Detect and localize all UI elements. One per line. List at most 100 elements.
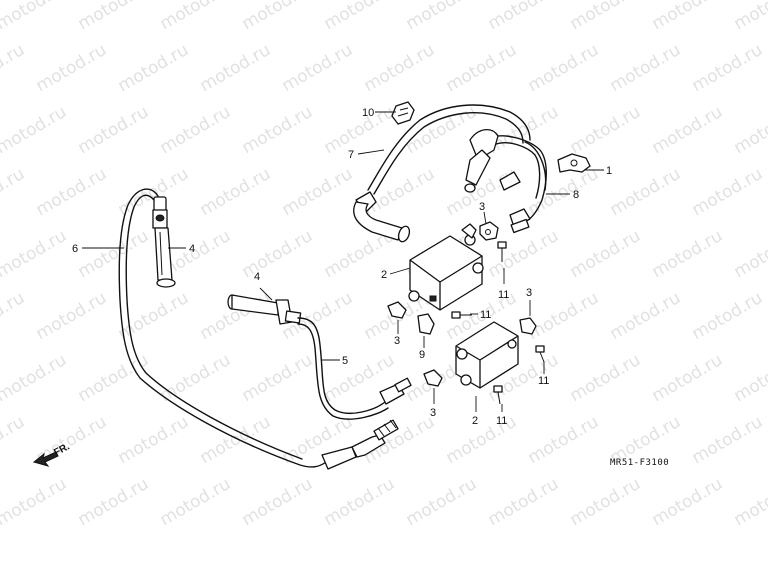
watermark-text: motod.ru	[689, 412, 767, 468]
clamp-10	[391, 101, 415, 125]
callout-3-lower: 3	[430, 407, 436, 419]
watermark-text: motod.ru	[0, 0, 70, 34]
callout-4-left: 4	[189, 243, 195, 255]
cable-7	[353, 104, 531, 243]
callout-2-lower: 2	[472, 415, 478, 427]
leader-lines	[82, 111, 604, 412]
watermark-text: motod.ru	[279, 40, 357, 96]
watermark-text: motod.ru	[403, 474, 481, 530]
cable-8	[464, 129, 547, 234]
plug-cap-4-left	[152, 196, 176, 288]
watermark-text: motod.ru	[443, 412, 521, 468]
front-arrow-icon	[32, 451, 59, 467]
callout-3-right: 3	[526, 287, 532, 299]
watermark-text: motod.ru	[361, 164, 439, 220]
watermark-text: motod.ru	[689, 164, 767, 220]
watermark-text: motod.ru	[33, 40, 111, 96]
watermark-text: motod.ru	[731, 0, 768, 34]
watermark-text: motod.ru	[567, 474, 645, 530]
callouts: 10 7 1 8 6 4 4 3 2 11 3 11 3 9 5 11 3 2 …	[72, 107, 612, 427]
callout-3-top: 3	[479, 201, 485, 213]
watermark-text: motod.ru	[239, 226, 317, 282]
watermark-text: motod.ru	[0, 412, 28, 468]
watermark-text: motod.ru	[525, 412, 603, 468]
watermark-text: motod.ru	[197, 164, 275, 220]
watermark-text: motod.ru	[75, 102, 153, 158]
watermark-text: motod.ru	[75, 0, 153, 34]
watermark-text: motod.ru	[567, 226, 645, 282]
watermark-text: motod.ru	[239, 474, 317, 530]
ignition-coil-upper	[408, 223, 484, 311]
watermark-text: motod.ru	[443, 40, 521, 96]
callout-3-left: 3	[394, 335, 400, 347]
callout-11-right: 11	[498, 289, 509, 301]
diagram-code: MR51-F3100	[610, 458, 669, 468]
watermark-text: motod.ru	[0, 474, 70, 530]
callout-11-lower: 11	[538, 375, 549, 387]
watermark-text: motod.ru	[321, 102, 399, 158]
watermark-text: motod.ru	[157, 350, 235, 406]
watermark-text: motod.ru	[361, 40, 439, 96]
watermark-text: motod.ru	[115, 40, 193, 96]
callout-7: 7	[348, 149, 354, 161]
watermark-text: motod.ru	[321, 0, 399, 34]
watermark-text: motod.ru	[321, 474, 399, 530]
watermark-text: motod.ru	[607, 164, 685, 220]
watermark-text: motod.ru	[525, 288, 603, 344]
watermark-text: motod.ru	[607, 40, 685, 96]
watermark-text: motod.ru	[403, 0, 481, 34]
hardware	[387, 221, 545, 405]
callout-4-middle: 4	[254, 271, 260, 283]
watermark-text: motod.ru	[607, 288, 685, 344]
watermark-text: motod.ru	[485, 102, 563, 158]
callout-6: 6	[72, 243, 78, 255]
callout-5: 5	[342, 355, 348, 367]
watermark-text: motod.ru	[197, 412, 275, 468]
callout-2-upper: 2	[381, 269, 387, 281]
watermark-text: motod.ru	[279, 164, 357, 220]
watermark-text: motod.ru	[33, 164, 111, 220]
watermark-text: motod.ru	[649, 474, 727, 530]
watermark-text: motod.ru	[157, 0, 235, 34]
plug-cap-4-middle	[227, 294, 302, 325]
watermark-text: motod.ru	[157, 102, 235, 158]
watermark-text: motod.ru	[567, 102, 645, 158]
watermark-text: motod.ru	[567, 0, 645, 34]
watermark-text: motod.ru	[689, 40, 767, 96]
watermark-text: motod.ru	[0, 102, 70, 158]
watermark-text: motod.ru	[0, 288, 28, 344]
watermark-text: motod.ru	[731, 226, 768, 282]
watermark-text: motod.ru	[0, 164, 28, 220]
callout-8: 8	[573, 189, 579, 201]
watermark-text: motod.ru	[567, 350, 645, 406]
watermark-text: motod.ru	[75, 474, 153, 530]
cable-6	[118, 188, 399, 470]
watermark-text: motod.ru	[649, 0, 727, 34]
callout-11-middle: 11	[480, 309, 491, 321]
callout-11-bottom: 11	[496, 415, 507, 427]
cable-5	[297, 317, 412, 420]
watermark-text: motod.ru	[525, 40, 603, 96]
callout-9: 9	[419, 349, 425, 361]
watermark-text: motod.ru	[115, 412, 193, 468]
watermark-text: motod.ru	[731, 350, 768, 406]
watermark-text: motod.ru	[485, 474, 563, 530]
watermark-text: motod.ru	[75, 226, 153, 282]
watermark-text: motod.ru	[157, 474, 235, 530]
watermark-text: motod.ru	[649, 102, 727, 158]
watermark-text: motod.ru	[239, 350, 317, 406]
watermark-text: motod.ru	[731, 474, 768, 530]
watermark-text: motod.ru	[649, 350, 727, 406]
watermark-text: motod.ru	[0, 350, 70, 406]
ignition-coil-lower	[455, 321, 519, 389]
watermark-text: motod.ru	[485, 0, 563, 34]
watermark-text: motod.ru	[0, 40, 28, 96]
watermark-text: motod.ru	[689, 288, 767, 344]
watermark-text: motod.ru	[33, 288, 111, 344]
watermark-text: motod.ru	[0, 226, 70, 282]
watermark-text: motod.ru	[197, 40, 275, 96]
callout-1: 1	[606, 165, 612, 177]
watermark-text: motod.ru	[649, 226, 727, 282]
